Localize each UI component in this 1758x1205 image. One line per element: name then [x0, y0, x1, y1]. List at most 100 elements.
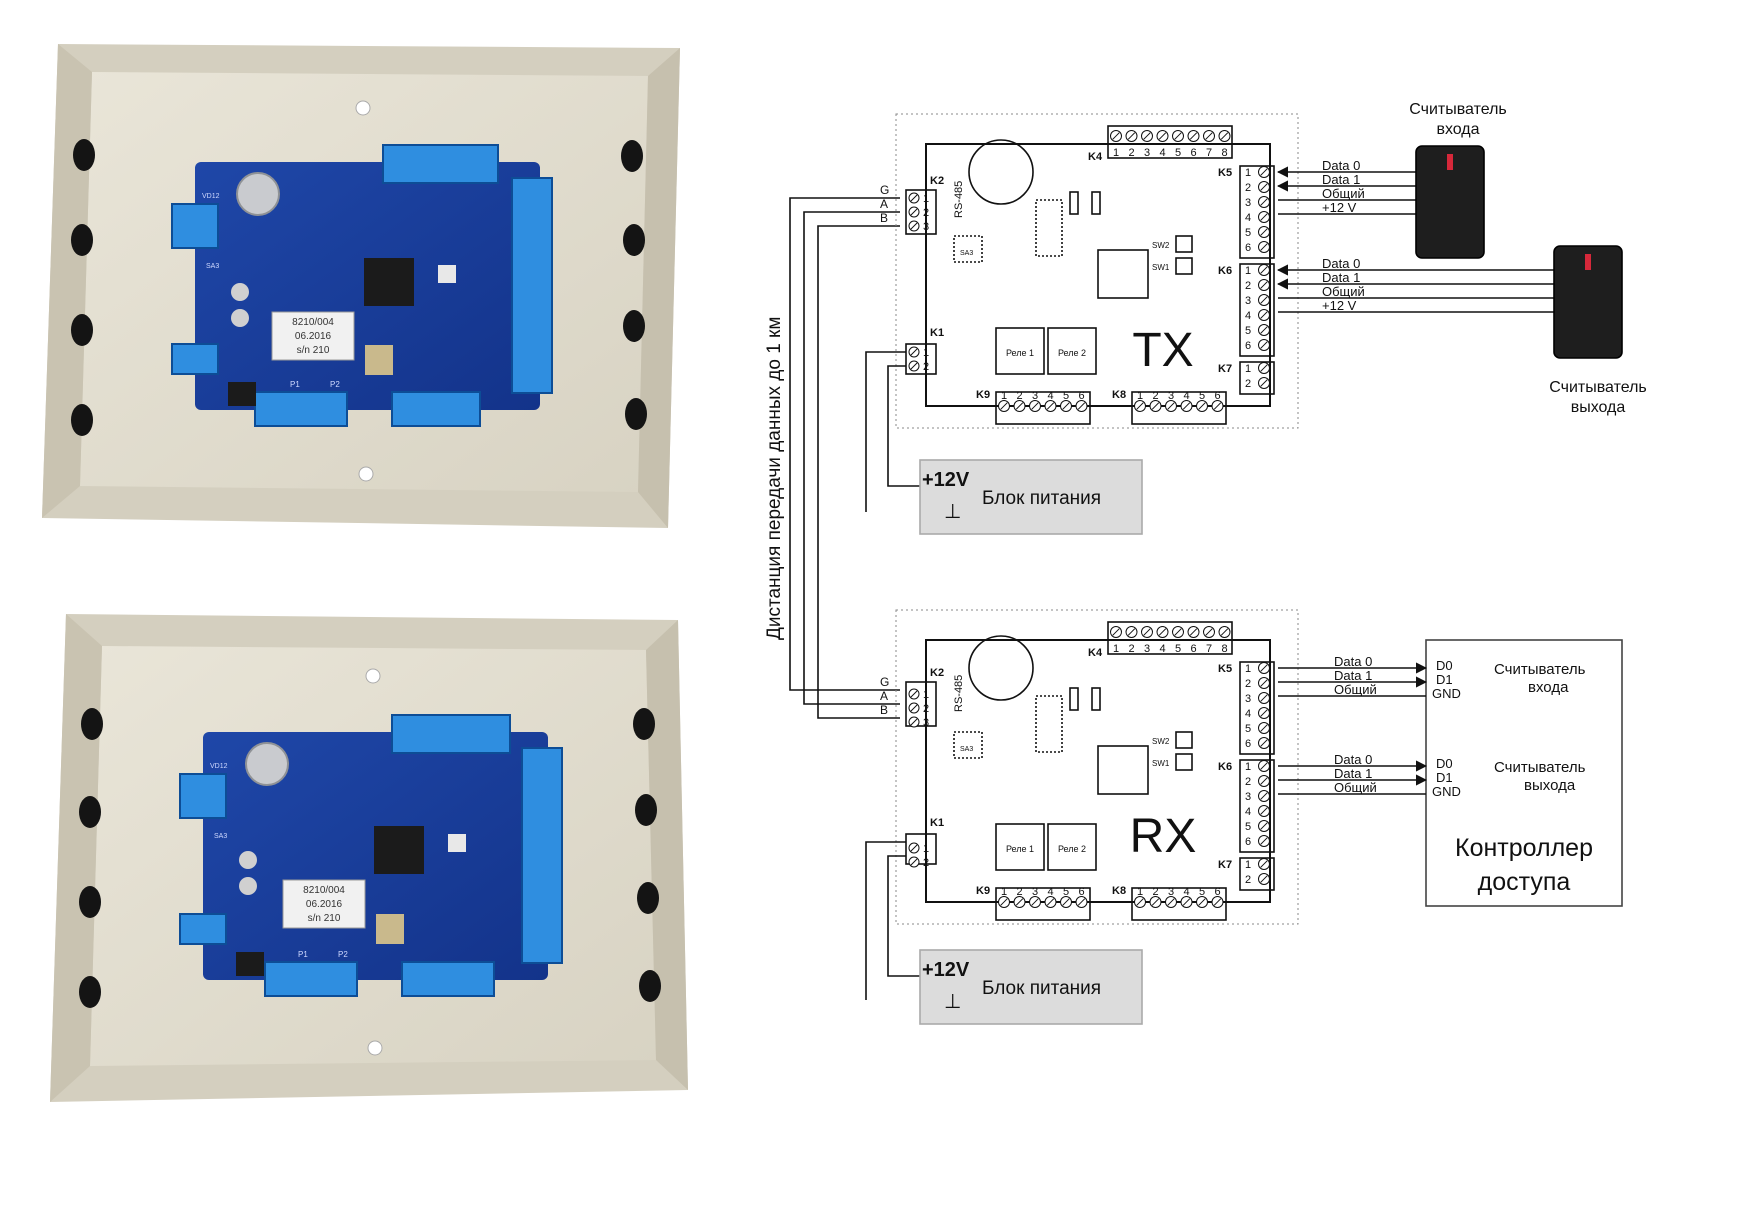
- terminal-screw-slot: [1260, 860, 1268, 868]
- pin-number: 2: [1245, 776, 1251, 788]
- pin-number: 6: [1245, 340, 1251, 352]
- terminal-screw-slot: [1158, 132, 1167, 140]
- pin-number: 5: [1175, 147, 1181, 159]
- terminal-screw-slot: [1077, 898, 1086, 906]
- terminal-screw-slot: [1260, 296, 1268, 304]
- distance-label: Дистанция передачи данных до 1 км: [764, 317, 785, 640]
- backup-battery: [245, 742, 289, 786]
- terminal-screw-slot: [1136, 898, 1144, 906]
- pin-number: 4: [1047, 390, 1053, 402]
- pin-number: 6: [1245, 738, 1251, 750]
- terminal-screw-slot: [910, 690, 918, 698]
- rx-jumper-sa7: [1091, 687, 1101, 711]
- tx-mcu: [1097, 249, 1149, 299]
- rx-k5-label: K5: [1218, 663, 1232, 675]
- pin-number: 4: [1159, 147, 1165, 159]
- controller-exit-l1: Считыватель: [1494, 759, 1586, 776]
- pin-number: 3: [1144, 643, 1150, 655]
- pin-number: 7: [1206, 147, 1212, 159]
- rx-k2-label: K2: [930, 667, 944, 679]
- exit-reader-title-l1: Считыватель: [1549, 379, 1647, 396]
- rx-exit-data0: Data 0: [1334, 752, 1372, 767]
- pin-number: 3: [1032, 390, 1038, 402]
- rx-sw1-label: SW1: [1152, 759, 1170, 768]
- rx-battery: [968, 635, 1034, 701]
- rx-sw2: [1175, 731, 1193, 749]
- silk-p2: P2: [338, 950, 348, 959]
- pin-number: 1: [1245, 363, 1251, 375]
- tx-k8-label: K8: [1112, 389, 1126, 401]
- pin-number: 3: [1144, 147, 1150, 159]
- controller-exit-l2: выхода: [1524, 777, 1576, 794]
- terminal-screw-slot: [1015, 898, 1024, 906]
- microcontroller-chip: [374, 826, 424, 874]
- rx-k4-label: K4: [1088, 647, 1103, 659]
- rx-board-outline: [895, 609, 1299, 925]
- terminal-screw-slot: [1260, 228, 1268, 236]
- silk-sa3: SA3: [206, 263, 219, 270]
- rx-psu-voltage: +12V: [922, 959, 970, 981]
- terminal-screw-slot: [1174, 628, 1182, 636]
- pin-number: 2: [1245, 678, 1251, 690]
- tx-terminal-k7: [1239, 361, 1275, 395]
- terminal-screw-slot: [910, 194, 918, 202]
- tx-k7-label: K7: [1218, 363, 1232, 375]
- silk-vd12: VD12: [210, 763, 228, 770]
- controller-d1-in: D1: [1436, 672, 1453, 687]
- pin-number: 6: [1078, 886, 1084, 898]
- rs485-cable: [789, 197, 900, 719]
- capacitor: [239, 851, 257, 869]
- tx-title: TX: [1132, 324, 1193, 377]
- tx-sw1-label: SW1: [1152, 263, 1170, 272]
- terminal-screw-slot: [1158, 628, 1167, 636]
- tx-k1-label: K1: [930, 327, 944, 339]
- pin-number: 6: [1214, 886, 1220, 898]
- terminal-screw-slot: [1112, 628, 1120, 636]
- controller-gnd-in: GND: [1432, 686, 1461, 701]
- rx-terminal-k2: [905, 681, 937, 727]
- cable-grommets: [71, 139, 647, 436]
- regulator: [228, 382, 256, 406]
- pin-number: 4: [1245, 708, 1251, 720]
- controller-gnd-out: GND: [1432, 784, 1461, 799]
- rx-sa3-label: SA3: [960, 746, 973, 753]
- tx-jumper-sa8: [1069, 191, 1079, 215]
- terminal-screw-slot: [1205, 132, 1213, 140]
- terminal-screw-slot: [1220, 132, 1229, 140]
- pin-number: 2: [1016, 390, 1022, 402]
- capacitor: [231, 309, 249, 327]
- terminal-block: [179, 913, 227, 945]
- pin-number: 3: [923, 221, 929, 233]
- terminal-screw-slot: [1260, 281, 1268, 289]
- microcontroller-chip: [364, 258, 414, 306]
- terminal-block: [511, 177, 553, 394]
- tx-jumper-sa3: [953, 235, 983, 263]
- rx-entry-data0: Data 0: [1334, 654, 1372, 669]
- tx-psu-ground: ⊥: [944, 501, 961, 523]
- controller-photo-top: 8210/004 06.2016 s/n 210 P1 P2 VD12 SA3: [42, 44, 680, 528]
- terminal-screw-slot: [1260, 739, 1268, 747]
- pin-number: 5: [1063, 886, 1069, 898]
- terminal-screw-slot: [1143, 132, 1151, 140]
- terminal-block: [171, 343, 219, 375]
- terminal-screw-slot: [1046, 898, 1055, 906]
- pin-number: 6: [1078, 390, 1084, 402]
- crystal: [365, 345, 393, 375]
- entry-common-label: Общий: [1322, 186, 1365, 201]
- terminal-screw-slot: [910, 858, 918, 866]
- terminal-screw-slot: [1260, 664, 1268, 672]
- terminal-screw-slot: [1260, 837, 1268, 845]
- terminal-screw-slot: [1167, 898, 1175, 906]
- rx-mcu: [1097, 745, 1149, 795]
- terminal-screw-slot: [1260, 198, 1268, 206]
- terminal-block: [521, 747, 563, 964]
- tx-terminal-k5: [1239, 165, 1275, 259]
- pin-number: 5: [1245, 227, 1251, 239]
- entry-reader-wiring: Data 0 Data 1 Общий +12 V: [1276, 158, 1418, 215]
- pin-number: 2: [923, 703, 929, 715]
- terminal-screw-slot: [1015, 402, 1024, 410]
- terminal-screw-slot: [1213, 898, 1222, 906]
- silk-p2: P2: [330, 380, 340, 389]
- sticker-line-1: 8210/004: [303, 885, 345, 896]
- sticker-line-2: 06.2016: [295, 331, 332, 342]
